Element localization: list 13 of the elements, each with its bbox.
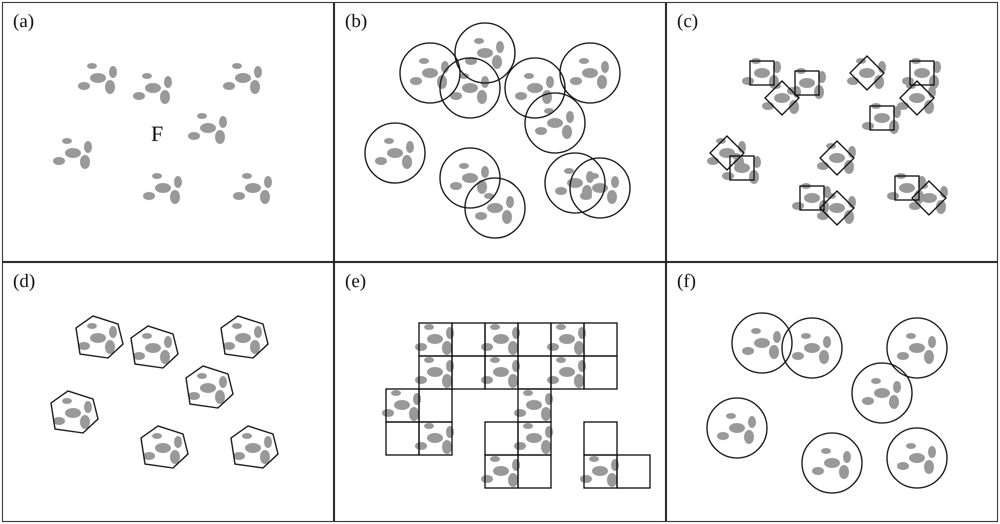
panel-label: (d) bbox=[13, 271, 36, 293]
panel bbox=[666, 262, 998, 522]
panel bbox=[334, 2, 666, 262]
panel bbox=[2, 262, 334, 522]
region-label: F bbox=[151, 121, 164, 147]
panel bbox=[666, 2, 998, 262]
panel bbox=[334, 262, 666, 522]
panel-label: (c) bbox=[677, 11, 698, 33]
panel-label: (b) bbox=[345, 11, 368, 33]
panel-label: (f) bbox=[677, 271, 696, 293]
panel-label: (e) bbox=[345, 271, 366, 293]
panel-label: (a) bbox=[13, 11, 34, 33]
panel bbox=[2, 2, 334, 262]
